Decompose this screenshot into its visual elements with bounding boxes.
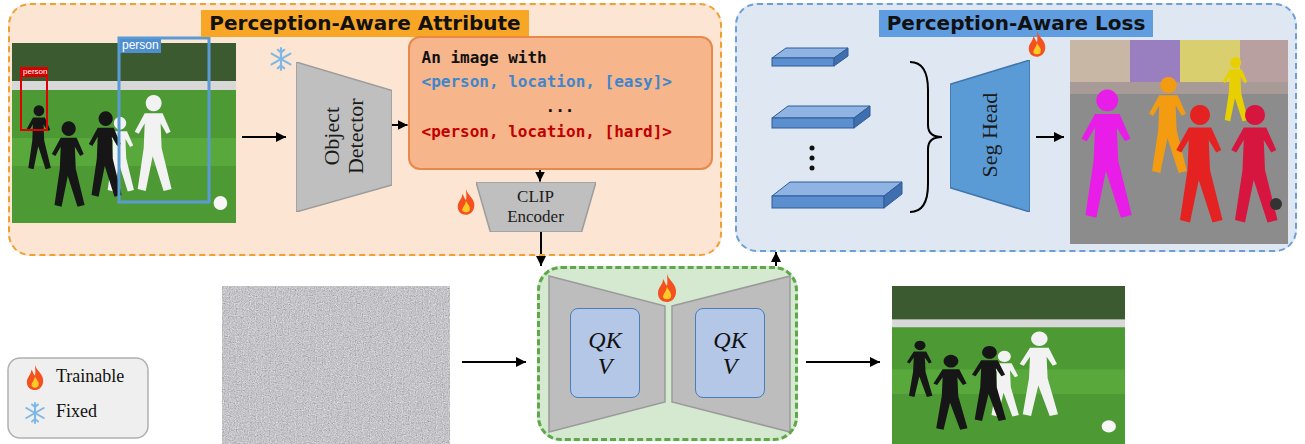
segmentation-map xyxy=(1070,40,1288,244)
prompt-box: An image with<person, location, [easy]>.… xyxy=(408,36,713,170)
prompt-line: ... xyxy=(422,95,699,120)
legend-text: Trainable xyxy=(56,366,124,388)
box-label: person xyxy=(22,68,48,77)
flow-arrow xyxy=(540,232,542,267)
region-title: Perception-Aware Loss xyxy=(879,10,1154,37)
block-outline xyxy=(950,60,1030,212)
legend-icon xyxy=(27,365,43,390)
block-outline xyxy=(476,182,596,232)
unet-decoder xyxy=(672,276,790,432)
bounding-box xyxy=(119,38,209,202)
attention-box: QK V xyxy=(570,308,640,398)
flow-arrow xyxy=(775,252,777,266)
fixed-icon xyxy=(272,48,291,70)
region-title: Perception-Aware Attribute xyxy=(201,10,528,37)
trainable-icon xyxy=(1029,31,1046,57)
output-photo xyxy=(892,286,1125,444)
flow-arrow xyxy=(242,136,286,138)
flow-arrow xyxy=(392,124,408,126)
attention-box: QK V xyxy=(695,308,765,398)
prompt-line: An image with xyxy=(422,46,699,71)
box-label: person xyxy=(120,39,161,53)
trainable-icon xyxy=(458,189,475,215)
encoder-block: CLIP Encoder xyxy=(476,182,596,232)
prompt-line: <person, location, [easy]> xyxy=(422,70,699,95)
attention-label: QK V xyxy=(708,327,751,380)
prompt-line: <person, location, [hard]> xyxy=(422,120,699,145)
legend-icon xyxy=(26,403,43,423)
legend-box xyxy=(8,358,148,438)
feature-maps xyxy=(772,48,902,208)
flow-arrow xyxy=(462,361,526,363)
seg-head-block: Seg Head xyxy=(950,60,1030,212)
unet-encoder xyxy=(549,276,665,432)
ellipsis-dots xyxy=(810,146,815,171)
curly-brace xyxy=(910,62,942,212)
block-label: Object Detector xyxy=(319,77,367,197)
legend-text: Fixed xyxy=(56,401,97,423)
flow-arrow xyxy=(539,170,541,182)
flow-arrow xyxy=(806,361,880,363)
module-region: Perception-Aware LossSeg Head xyxy=(735,3,1297,252)
detector-block: Object Detector xyxy=(296,62,392,212)
trainable-icon xyxy=(658,274,676,302)
bounding-box xyxy=(21,68,47,130)
flow-arrow xyxy=(1036,136,1064,138)
module-region: Perception-Aware AttributeObject Detecto… xyxy=(8,3,722,256)
block-label: CLIP Encoder xyxy=(500,187,572,226)
unet-box: QK V QK V xyxy=(537,266,798,441)
attention-label: QK V xyxy=(583,327,626,380)
block-label: Seg Head xyxy=(977,61,1001,211)
input-photo xyxy=(12,43,236,223)
noise-image xyxy=(222,286,450,444)
block-outline xyxy=(296,62,392,212)
